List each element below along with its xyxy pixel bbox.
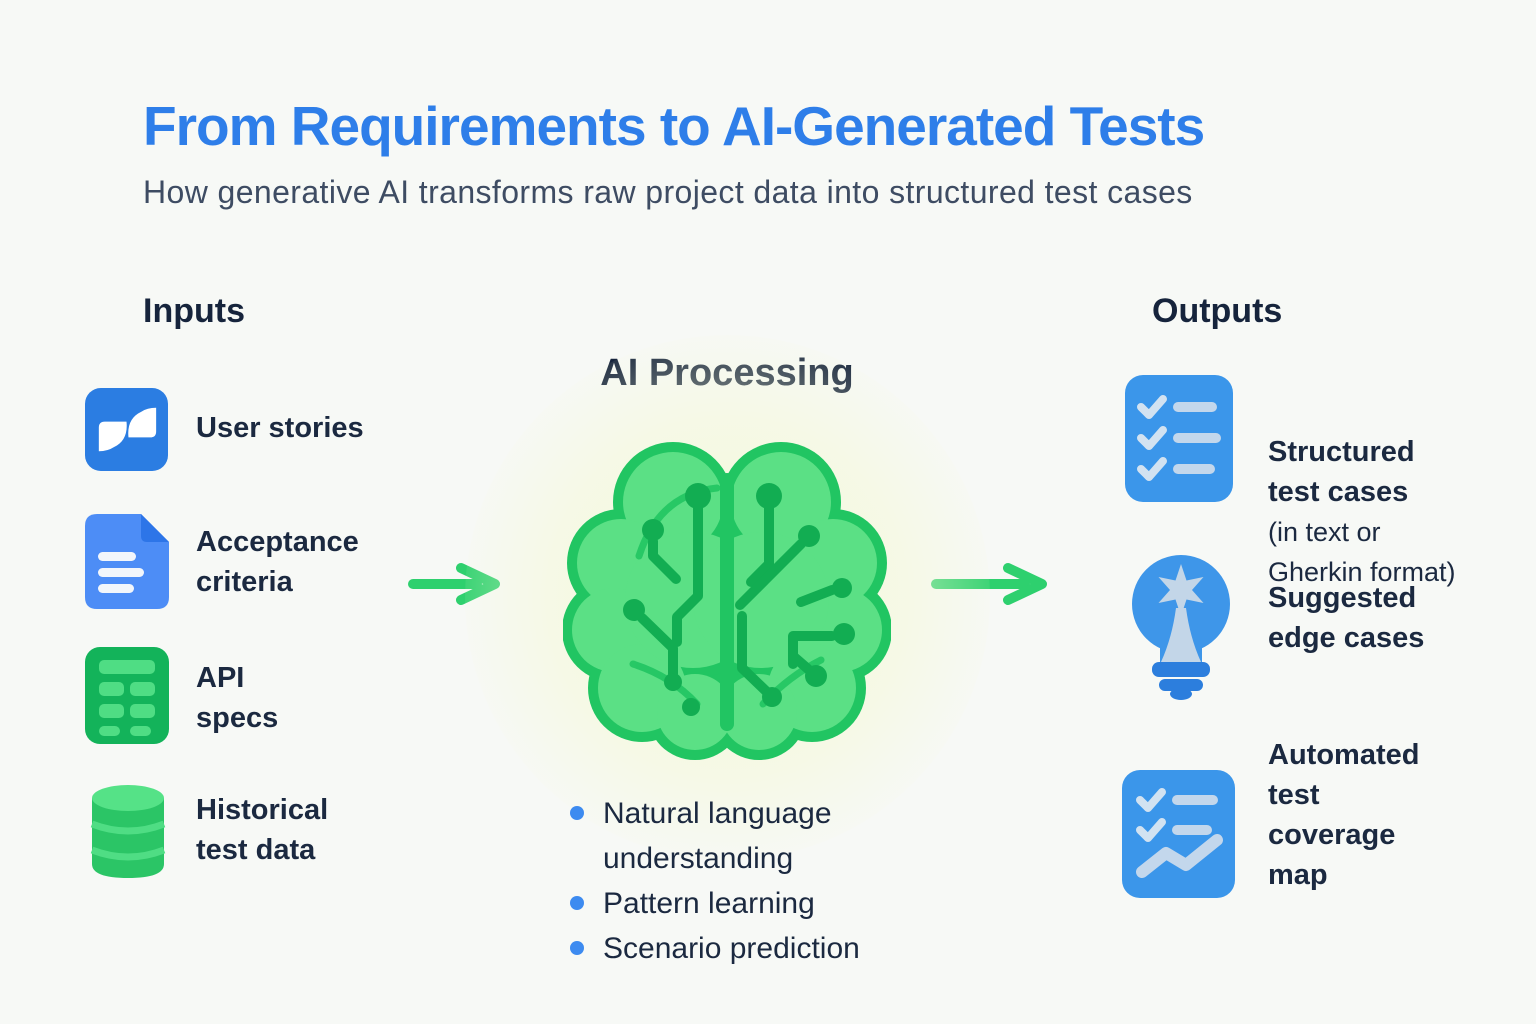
list-item: Scenario prediction	[565, 926, 860, 971]
api-table-icon	[85, 647, 169, 744]
bullet-dot-icon	[570, 806, 584, 820]
bullet-text: Pattern learning	[603, 887, 815, 920]
database-icon	[90, 785, 166, 878]
page-title: From Requirements to AI-Generated Tests	[143, 95, 1205, 157]
circuit-brain-icon	[563, 442, 891, 760]
page-subtitle: How generative AI transforms raw project…	[143, 174, 1193, 210]
output-label-sub: (in text or Gherkin format)	[1268, 517, 1456, 587]
outputs-heading: Outputs	[1152, 292, 1283, 330]
jira-user-stories-icon	[85, 388, 168, 471]
coverage-map-icon	[1122, 770, 1235, 898]
list-item: Natural language understanding	[565, 791, 860, 881]
list-item: Pattern learning	[565, 881, 860, 926]
output-label-structured-test-cases: Structured test cases (in text or Gherki…	[1268, 392, 1456, 632]
inputs-heading: Inputs	[143, 292, 245, 330]
ai-capabilities-list: Natural language understanding Pattern l…	[565, 791, 860, 971]
bullet-text: Scenario prediction	[603, 932, 860, 965]
output-label-suggested-edge-cases: Suggested edge cases	[1268, 582, 1425, 654]
checklist-icon	[1125, 375, 1233, 502]
output-label-main: Structured test cases	[1268, 436, 1415, 508]
lightbulb-icon	[1132, 555, 1230, 700]
input-label-acceptance-criteria: Acceptance criteria	[196, 526, 359, 598]
output-label-coverage-map: Automated test coverage map	[1268, 739, 1420, 891]
bullet-dot-icon	[570, 896, 584, 910]
document-icon	[85, 514, 169, 609]
input-label-user-stories: User stories	[196, 412, 364, 444]
bullet-text: Natural language understanding	[603, 797, 832, 875]
input-label-api-specs: API specs	[196, 662, 279, 734]
input-label-historical-test-data: Historical test data	[196, 794, 329, 866]
bullet-dot-icon	[570, 941, 584, 955]
